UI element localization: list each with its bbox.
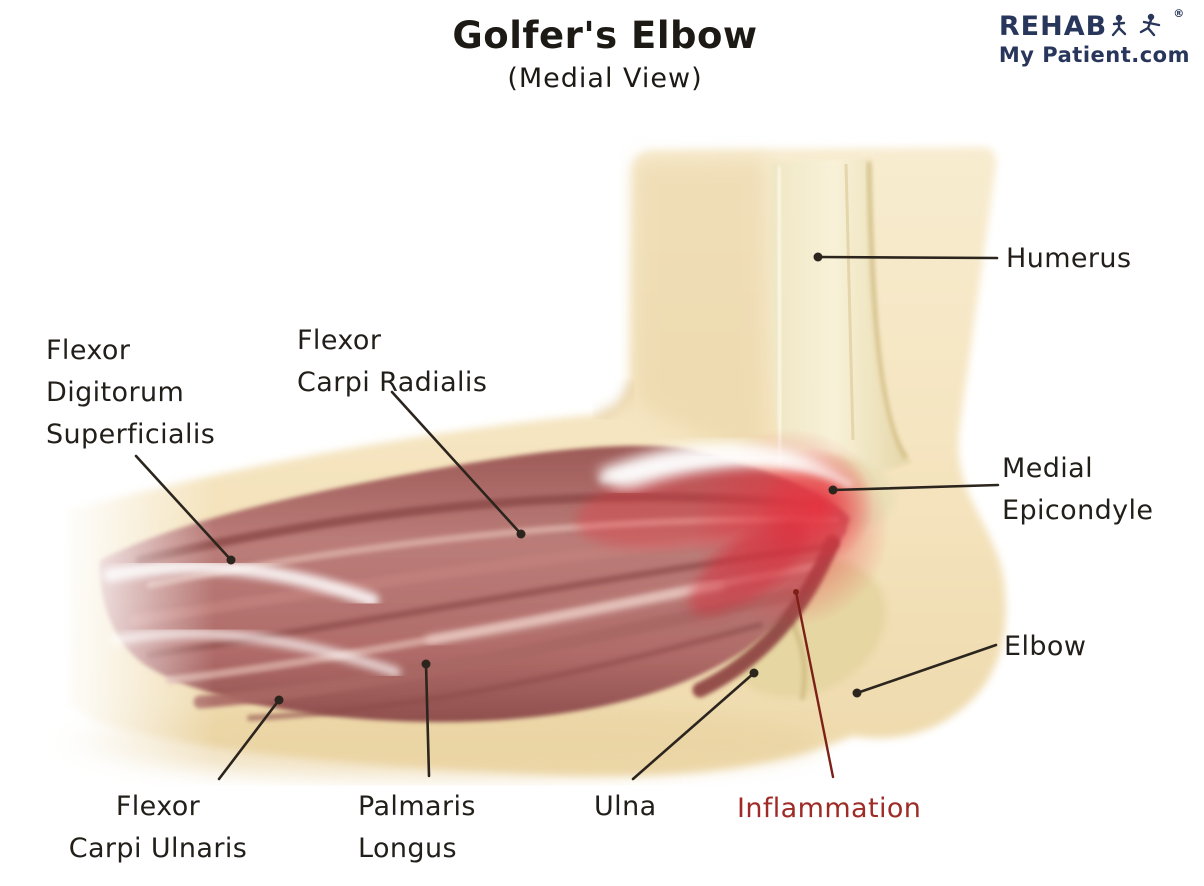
- palmaris-longus-leader: [424, 662, 431, 778]
- palmaris-longus-label: Palmaris Longus: [358, 791, 476, 864]
- flexor-digitorum-leader: [134, 454, 233, 562]
- elbow-leader: [855, 643, 998, 695]
- registered-mark: ®: [1173, 7, 1186, 20]
- flexor-carpi-ulnaris-label: Flexor Carpi Ulnaris: [68, 791, 248, 864]
- humerus-label: Humerus: [1006, 243, 1132, 274]
- leader-dots: [226, 252, 862, 705]
- athlete-figures-icon: [1112, 13, 1161, 37]
- inflammation-leader: [794, 590, 835, 779]
- flexor-carpi-ulnaris-leader: [217, 698, 281, 781]
- left-fade: [0, 340, 215, 810]
- ulna-leader: [631, 671, 756, 781]
- leader-lines: [134, 255, 1000, 781]
- title-block: Golfer's Elbow (Medial View): [400, 14, 810, 94]
- humerus-leader: [816, 255, 999, 260]
- logo-line2: My Patient.com: [998, 42, 1190, 67]
- inflammation-label: Inflammation: [737, 793, 922, 824]
- flexor-carpi-radialis-leader: [390, 390, 523, 536]
- elbow-label: Elbow: [1004, 631, 1087, 662]
- flexor-carpi-radialis-label: Flexor Carpi Radialis: [297, 325, 488, 398]
- logo-line1: REHAB: [998, 11, 1108, 42]
- diagram-title: Golfer's Elbow: [452, 14, 758, 57]
- rehab-my-patient-logo: REHAB ® My Patient.com: [998, 7, 1190, 67]
- flexor-digitorum-superficialis-label: Flexor Digitorum Superficialis: [46, 335, 216, 450]
- medial-epicondyle-label: Medial Epicondyle: [1002, 453, 1154, 526]
- diagram-subtitle: (Medial View): [507, 63, 703, 94]
- ulna-label: Ulna: [594, 791, 657, 822]
- medial-epicondyle-leader: [831, 483, 1000, 492]
- tendon-highlight: [598, 442, 854, 489]
